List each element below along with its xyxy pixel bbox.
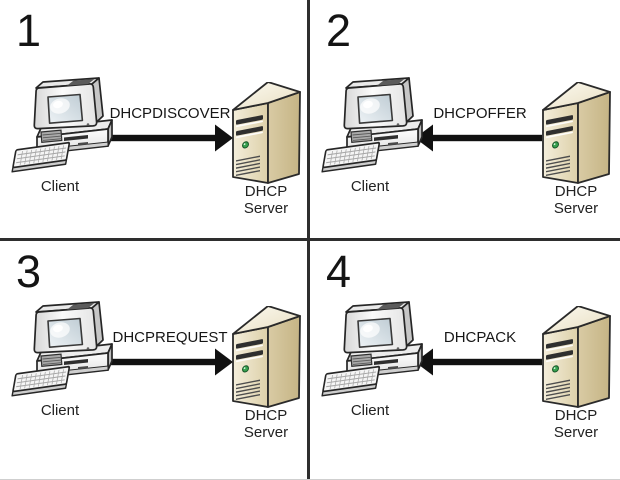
quadrant-2: 2 DHCPOFFER Client DHCP Server xyxy=(310,0,617,238)
server-label-line2: Server xyxy=(243,424,289,441)
flow-arrow xyxy=(414,347,544,377)
server-label-line1: DHCP xyxy=(244,183,288,200)
message-label: DHCPREQUEST xyxy=(112,329,228,346)
message-label: DHCPOFFER xyxy=(433,105,527,122)
step-number: 3 xyxy=(16,246,42,297)
tower-server-icon xyxy=(232,306,302,409)
flow-arrow xyxy=(414,123,544,153)
horizontal-divider xyxy=(0,238,620,241)
desktop-computer-icon xyxy=(318,300,426,408)
step-number: 2 xyxy=(326,5,352,56)
client-label: Client xyxy=(350,402,390,419)
message-label: DHCPDISCOVER xyxy=(109,105,231,122)
step-number: 1 xyxy=(16,5,42,56)
message-label: DHCPACK xyxy=(443,329,517,346)
server-label: DHCP Server xyxy=(222,183,310,217)
server-label: DHCP Server xyxy=(532,183,620,217)
flow-arrow xyxy=(104,347,234,377)
server-label-line2: Server xyxy=(243,200,289,217)
server-label: DHCP Server xyxy=(532,407,620,441)
server-label-line1: DHCP xyxy=(244,407,288,424)
server-label-line1: DHCP xyxy=(554,183,598,200)
desktop-computer-icon xyxy=(8,76,116,184)
client-label: Client xyxy=(40,178,80,195)
quadrant-4: 4 DHCPACK Client DHCP Server xyxy=(310,241,617,479)
client-label: Client xyxy=(40,402,80,419)
flow-arrow xyxy=(104,123,234,153)
server-label-line1: DHCP xyxy=(554,407,598,424)
quadrant-1: 1 DHCPDISCOVER Client DHCP Server xyxy=(0,0,307,238)
tower-server-icon xyxy=(542,82,612,185)
server-label-line2: Server xyxy=(553,424,599,441)
tower-server-icon xyxy=(232,82,302,185)
step-number: 4 xyxy=(326,246,352,297)
tower-server-icon xyxy=(542,306,612,409)
client-label: Client xyxy=(350,178,390,195)
desktop-computer-icon xyxy=(8,300,116,408)
desktop-computer-icon xyxy=(318,76,426,184)
server-label: DHCP Server xyxy=(222,407,310,441)
quadrant-3: 3 DHCPREQUEST Client DHCP Server xyxy=(0,241,307,479)
server-label-line2: Server xyxy=(553,200,599,217)
